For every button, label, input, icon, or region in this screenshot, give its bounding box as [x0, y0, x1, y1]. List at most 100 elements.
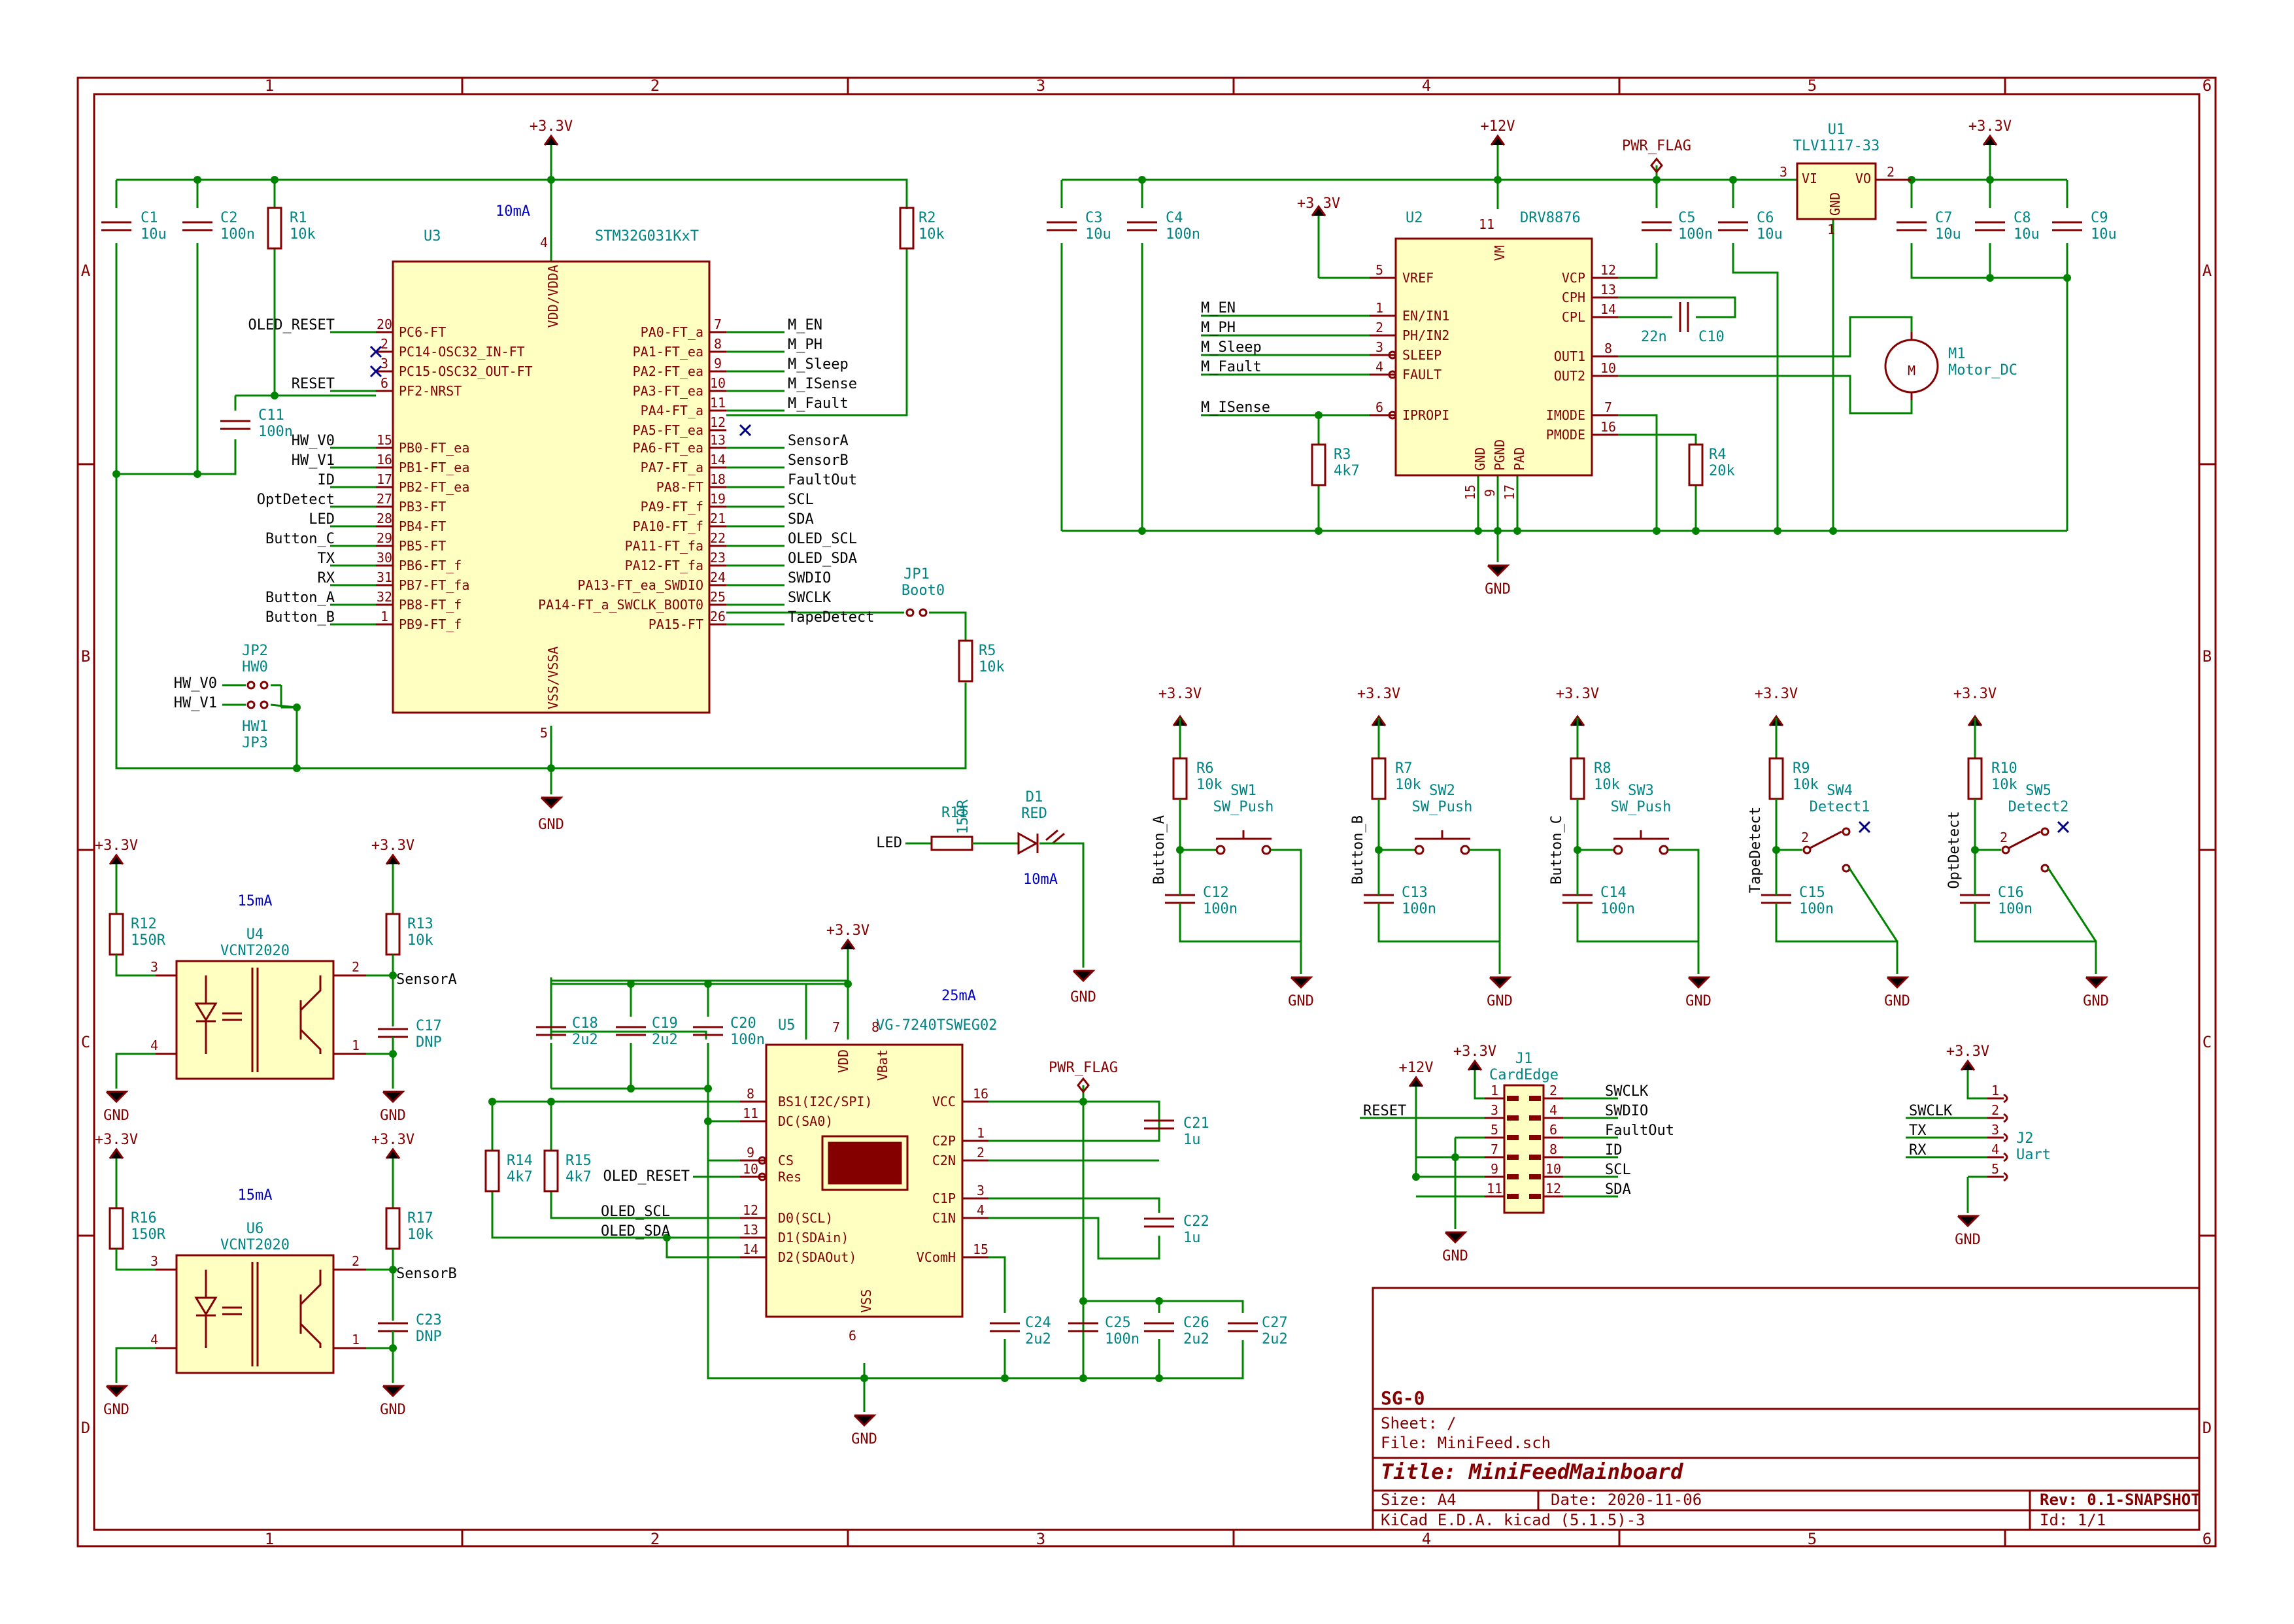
sensor-cap-value: DNP: [416, 1328, 442, 1345]
u3-left-pin-name: PB3-FT: [399, 499, 446, 515]
j1-contact-icon: [1507, 1155, 1519, 1160]
u3-right-pin-name: PA7-FT_a: [641, 460, 703, 475]
c24-value: 2u2: [1025, 1331, 1051, 1347]
j2-ref: J2: [2016, 1130, 2034, 1147]
u3-left-net-label: ID: [318, 472, 335, 488]
d1-ref: D1: [1026, 789, 1043, 805]
u5-vss-num: 6: [849, 1328, 856, 1344]
j1-left-pin-num: 5: [1491, 1122, 1498, 1138]
sensor-led-resistor-value: 150R: [131, 1226, 166, 1243]
j1-right-pin-num: 4: [1549, 1102, 1557, 1118]
u2-body: [1394, 237, 1593, 477]
switch-value: SW_Push: [1611, 799, 1672, 815]
u5-left-pins: BS1(I2C/SPI)8DC(SA0)11CS9Res10D0(SCL)12D…: [740, 1086, 873, 1265]
ground-icon: [1489, 976, 1512, 989]
u2-right-pin-name: PMODE: [1546, 427, 1585, 443]
u2-pgnd-label: PGND: [1492, 439, 1508, 471]
sensor-emitter-led-icon: [194, 1296, 218, 1316]
sensor-cap-ref: C23: [416, 1312, 442, 1328]
button-resistor-ref: R6: [1196, 760, 1214, 777]
no-connect-icon: [369, 345, 382, 358]
u5-vbat-label: VBat: [875, 1049, 890, 1081]
sensor-cap-ref: C17: [416, 1018, 442, 1034]
u5-vbat-num: 8: [871, 1019, 879, 1035]
u5-left-pin-name: DC(SA0): [778, 1113, 833, 1129]
u3-right-pin-name: PA1-FT_ea: [633, 344, 703, 360]
d1-value: RED: [1021, 805, 1047, 822]
button-power-label: +3.3V: [1158, 686, 1202, 702]
u3-right-net-label: M_EN: [788, 317, 822, 333]
net-m-ph: M_PH: [1201, 320, 1236, 336]
u3-right-pin-name: PA6-FT_ea: [633, 440, 703, 456]
button-cap-value: 100n: [1799, 901, 1834, 917]
net-oled-sda: OLED_SDA: [601, 1223, 670, 1240]
c4-value: 100n: [1166, 226, 1200, 243]
u3-left-pin-num: 28: [377, 511, 392, 526]
sensor-pullup-gnd-label: GND: [380, 1108, 406, 1124]
u3-right-net-label: OLED_SCL: [788, 531, 857, 547]
ground-icon: [382, 1091, 405, 1104]
sensor-current-note: 15mA: [238, 893, 273, 909]
button-gnd-label: GND: [1884, 993, 1910, 1009]
u3-left-net-label: RESET: [292, 376, 335, 392]
net-oled-scl: OLED_SCL: [601, 1204, 670, 1220]
switch-lever-icon: [2007, 830, 2041, 850]
u2-right-pin-name: CPL: [1562, 309, 1585, 325]
u5-vss-label: VSS: [858, 1289, 874, 1313]
u2-left-pin-num: 5: [1375, 262, 1383, 278]
u2-vm-label: VM: [1492, 245, 1508, 261]
u3-right-pin-num: 19: [710, 491, 726, 507]
c8-ref: C8: [2014, 210, 2031, 226]
j2-33v-power: +3.3V: [1946, 1043, 1989, 1060]
net-hw-v0: HW_V0: [174, 675, 217, 692]
u5-left-pin-num: 12: [743, 1202, 758, 1218]
sensor-power-arrow-icon: [109, 853, 124, 865]
jp1-value: Boot0: [902, 583, 945, 599]
u3-left-pins: PC6-FT20OLED_RESETPC14-OSC32_IN-FT2PC15-…: [248, 316, 533, 632]
u3-left-pin-num: 17: [377, 471, 392, 487]
c22-value: 1u: [1183, 1230, 1201, 1246]
inverted-pin-icon: [1388, 350, 1397, 360]
u2-left-pin-num: 3: [1375, 339, 1383, 355]
tb-tool: KiCad E.D.A. kicad (5.1.5)-3: [1381, 1511, 1645, 1529]
j1-contact-icon: [1507, 1115, 1519, 1121]
oled-section: +3.3V GND PWR_FLAG 25mA C18 2u2 C19 2u2 …: [484, 922, 1288, 1447]
u3-right-pin-num: 18: [710, 471, 726, 487]
sensor-pin-4-num: 4: [150, 1038, 158, 1053]
sensor-pullup-value: 10k: [407, 1226, 433, 1243]
frame-col-1: 1: [265, 76, 274, 95]
j2-net-label: TX: [1909, 1123, 1927, 1139]
button-resistor-value: 10k: [1196, 777, 1223, 793]
sensor-section: +3.3VR12150RGNDU4VCNT2020342115mA+3.3VR1…: [95, 837, 457, 1418]
r1-ref: R1: [290, 210, 307, 226]
u2-right-pin-num: 7: [1604, 399, 1612, 415]
j1-right-pin-num: 12: [1545, 1181, 1561, 1196]
c5-value: 100n: [1678, 226, 1713, 243]
button-cap-value: 100n: [1402, 901, 1436, 917]
u3-left-pin-name: PB4-FT: [399, 518, 446, 534]
u3-right-net-label: M_Sleep: [788, 356, 849, 373]
no-connect-icon: [1858, 820, 1871, 834]
frame-row-b-right: B: [2202, 647, 2212, 666]
u2-left-pin-num: 6: [1375, 399, 1383, 415]
frame-col-3: 3: [1036, 76, 1045, 95]
sensor-value: VCNT2020: [220, 1237, 290, 1253]
button-gnd-label: GND: [1288, 993, 1314, 1009]
u3-right-pin-num: 22: [710, 530, 726, 546]
switch-contact-icon: [1842, 827, 1851, 836]
u2-gnd-num: 15: [1462, 484, 1478, 500]
u3-bottom-pin-num: 5: [540, 725, 548, 741]
u3-right-pin-name: PA4-FT_a: [641, 403, 703, 418]
j2-socket-icon: [2003, 1113, 2008, 1123]
no-connect-icon: [739, 424, 752, 437]
button-section: +3.3VR610kC12100nButton_ASW1SW_PushGND+3…: [1151, 686, 2109, 1009]
switch-ref: SW1: [1230, 783, 1257, 799]
button-gnd-label: GND: [1685, 993, 1712, 1009]
button-resistor-value: 10k: [1395, 777, 1421, 793]
c21-value: 1u: [1183, 1132, 1201, 1148]
sensor-ref: U4: [246, 926, 264, 943]
oled-display-icon: [828, 1142, 902, 1185]
